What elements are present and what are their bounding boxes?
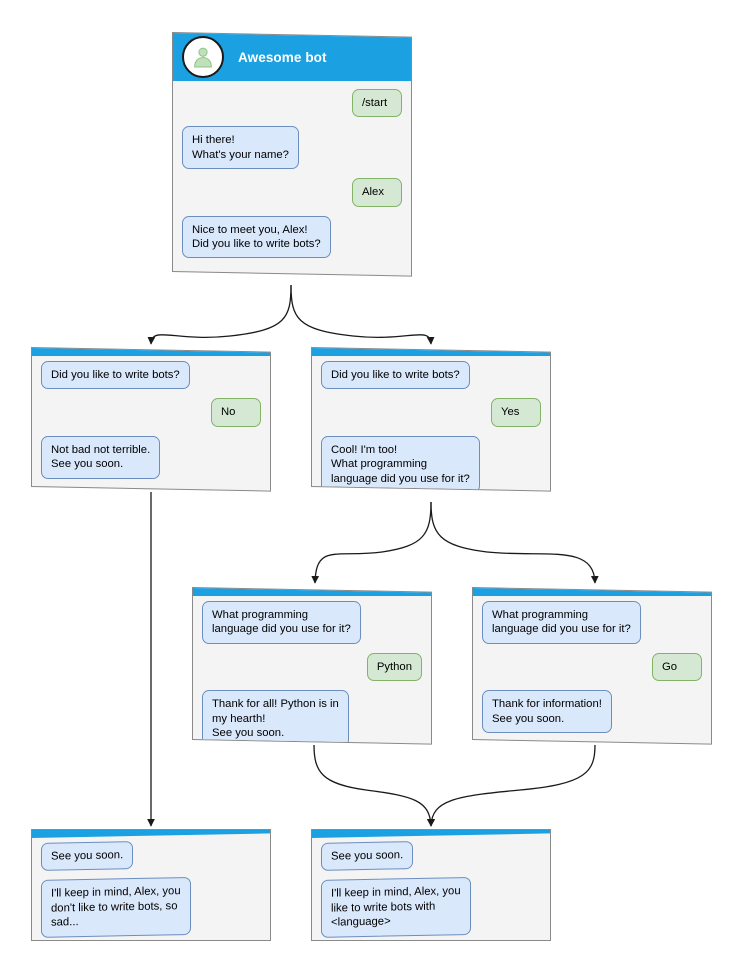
person-avatar-icon [182, 36, 224, 79]
bot-message-bubble: Thank for information! See you soon. [482, 690, 612, 734]
card-header-bar [32, 830, 270, 838]
bot-message-bubble: What programming language did you use fo… [202, 601, 361, 644]
message-row: /start [173, 89, 411, 118]
card-header-bar [312, 830, 550, 838]
card-yes-branch[interactable]: Did you like to write bots? Yes Cool! I'… [311, 347, 551, 492]
bot-message-bubble: I'll keep in mind, Alex, you like to wri… [321, 877, 471, 938]
message-row: See you soon. [32, 838, 270, 872]
message-row: See you soon. [312, 838, 550, 872]
bot-message-bubble: Not bad not terrible. See you soon. [41, 435, 161, 479]
message-row: Python [193, 652, 431, 682]
card-header-bar [473, 588, 711, 597]
message-row: Nice to meet you, Alex! Did you like to … [173, 215, 411, 259]
message-row: Go [473, 652, 711, 682]
card-header-bar [32, 348, 270, 357]
message-row: What programming language did you use fo… [193, 601, 431, 644]
card-header-bar [193, 588, 431, 597]
card-python-branch[interactable]: What programming language did you use fo… [192, 587, 432, 745]
message-row: Thank for all! Python is in my hearth! S… [193, 690, 431, 745]
user-message-bubble: Yes [491, 398, 541, 427]
card-no-branch[interactable]: Did you like to write bots? No Not bad n… [31, 347, 271, 492]
edge-root-to-no [147, 284, 292, 345]
card-root[interactable]: Awesome bot /start Hi there! What's your… [172, 32, 412, 277]
message-row: Cool! I'm too! What programming language… [312, 435, 550, 492]
bot-message-bubble: Thank for all! Python is in my hearth! S… [202, 690, 349, 745]
bot-message-bubble: Hi there! What's your name? [182, 126, 299, 170]
card-header-bar [312, 348, 550, 357]
card-end-no[interactable]: See you soon. I'll keep in mind, Alex, y… [31, 829, 271, 941]
edge-python-to-end-yes [313, 744, 435, 827]
message-row: Not bad not terrible. See you soon. [32, 435, 270, 479]
bot-message-bubble: See you soon. [41, 841, 134, 872]
bot-message-bubble: Nice to meet you, Alex! Did you like to … [182, 215, 331, 259]
message-row: Thank for information! See you soon. [473, 690, 711, 734]
edge-go-to-end-yes [427, 744, 596, 827]
edge-yes-to-python [311, 501, 432, 584]
user-message-bubble: Go [652, 652, 702, 682]
message-row: Did you like to write bots? [32, 361, 270, 390]
message-row: Yes [312, 398, 550, 427]
message-row: No [32, 398, 270, 427]
bot-message-bubble: Did you like to write bots? [41, 361, 190, 390]
message-row: What programming language did you use fo… [473, 601, 711, 644]
bot-message-bubble: I'll keep in mind, Alex, you don't like … [41, 877, 191, 938]
message-row: Alex [173, 178, 411, 207]
message-row: I'll keep in mind, Alex, you don't like … [32, 876, 270, 938]
bot-message-bubble: See you soon. [321, 841, 414, 872]
bot-message-bubble: What programming language did you use fo… [482, 601, 641, 644]
user-message-bubble: Python [366, 652, 422, 682]
user-message-bubble: Alex [352, 178, 402, 207]
root-header: Awesome bot [173, 33, 411, 82]
user-message-bubble: No [211, 398, 261, 427]
edge-yes-to-go [430, 501, 599, 584]
user-message-bubble: /start [352, 89, 402, 118]
edge-root-to-yes [290, 284, 435, 345]
message-row: I'll keep in mind, Alex, you like to wri… [312, 876, 550, 938]
message-row: Did you like to write bots? [312, 361, 550, 390]
bot-message-bubble: Did you like to write bots? [321, 361, 470, 390]
bot-name-label: Awesome bot [238, 49, 327, 65]
message-row: Hi there! What's your name? [173, 126, 411, 170]
bot-message-bubble: Cool! I'm too! What programming language… [321, 435, 480, 492]
card-end-yes[interactable]: See you soon. I'll keep in mind, Alex, y… [311, 829, 551, 941]
card-go-branch[interactable]: What programming language did you use fo… [472, 587, 712, 745]
